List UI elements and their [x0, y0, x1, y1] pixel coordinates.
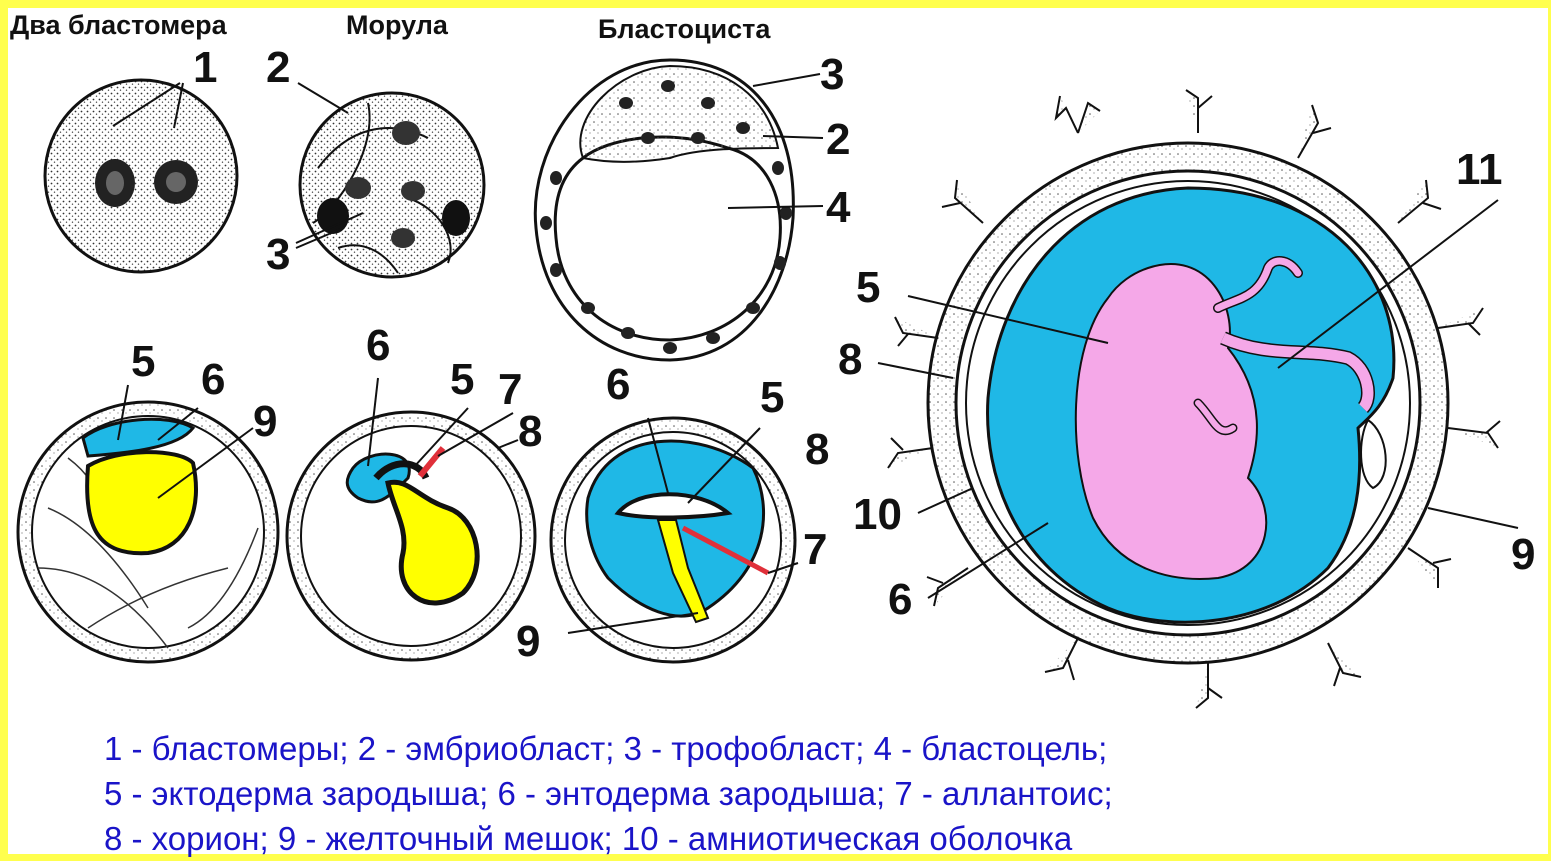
label-8-stage6: 8	[805, 428, 829, 472]
label-1: 1	[193, 46, 217, 90]
morula-figure	[296, 83, 484, 277]
label-10-fetus: 10	[853, 493, 902, 537]
legend-line-3: 8 - хорион; 9 - желточный мешок; 10 - ам…	[104, 816, 1504, 861]
label-6-stage4: 6	[201, 358, 225, 402]
fetus-figure	[878, 90, 1518, 708]
label-7-stage6: 7	[803, 528, 827, 572]
label-8-stage5: 8	[518, 410, 542, 454]
label-3-blastocyst: 3	[820, 53, 844, 97]
label-3-morula: 3	[266, 233, 290, 277]
late-embryo-figure	[551, 418, 798, 662]
label-9-stage4: 9	[253, 400, 277, 444]
label-6-fetus: 6	[888, 578, 912, 622]
title-two-blastomeres: Два бластомера	[10, 10, 227, 41]
legend-line-2: 5 - эктодерма зародыша; 6 - энтодерма за…	[104, 771, 1504, 816]
label-5-fetus: 5	[856, 266, 880, 310]
label-6-stage5: 6	[366, 324, 390, 368]
label-5-stage6: 5	[760, 376, 784, 420]
diagram-page: Два бластомера Морула Бластоциста 1 2 3 …	[8, 8, 1548, 854]
label-9-stage6: 9	[516, 620, 540, 664]
legend-line-1: 1 - бластомеры; 2 - эмбриобласт; 3 - тро…	[104, 726, 1504, 771]
label-6-stage6: 6	[606, 363, 630, 407]
label-4: 4	[826, 186, 850, 230]
label-11-fetus: 11	[1456, 148, 1503, 192]
label-2-blastocyst: 2	[826, 118, 850, 162]
two-blastomeres-figure	[45, 80, 237, 272]
title-blastocyst: Бластоциста	[598, 14, 770, 45]
label-2-morula: 2	[266, 46, 290, 90]
label-5-stage4: 5	[131, 340, 155, 384]
early-embryo-figure	[18, 385, 278, 662]
blastocyst-figure	[535, 60, 823, 360]
middle-embryo-figure	[287, 378, 535, 660]
label-9-fetus: 9	[1511, 533, 1535, 577]
legend: 1 - бластомеры; 2 - эмбриобласт; 3 - тро…	[104, 726, 1504, 861]
title-morula: Морула	[346, 10, 448, 41]
label-5-stage5: 5	[450, 358, 474, 402]
label-8-fetus: 8	[838, 338, 862, 382]
label-7-stage5: 7	[498, 368, 522, 412]
